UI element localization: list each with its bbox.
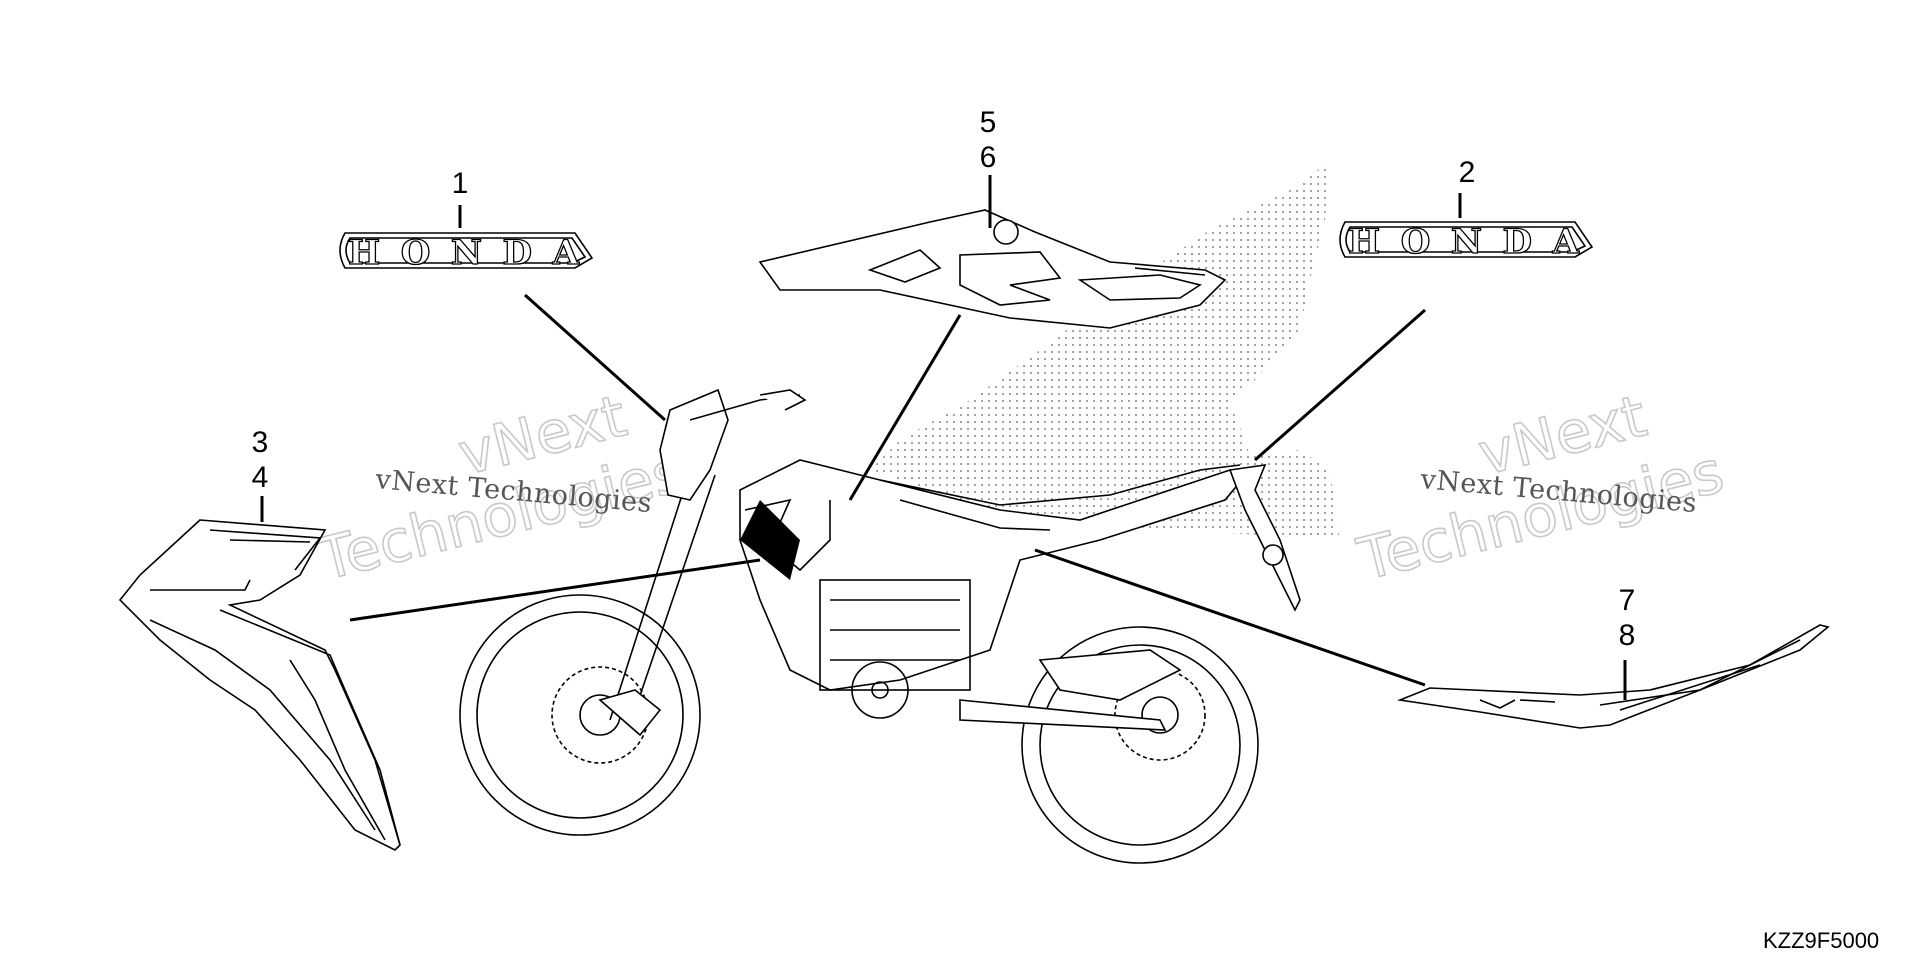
callout-4: 4 xyxy=(252,461,269,494)
part-1-emblem[interactable]: HONDA xyxy=(339,232,594,274)
watermark-left: vNext Technologies vNext Technologies xyxy=(310,381,691,595)
callout-5: 5 xyxy=(980,106,997,139)
motorcycle-illustration xyxy=(459,388,1301,864)
callout-8: 8 xyxy=(1619,619,1636,652)
callout-7: 7 xyxy=(1619,584,1636,617)
callout-6: 6 xyxy=(980,141,997,174)
leader-2-pointer xyxy=(1254,308,1426,462)
callout-2: 2 xyxy=(1459,156,1476,189)
leader-7-8-pointer xyxy=(1034,548,1426,687)
part-5-6-tank-decal[interactable] xyxy=(758,209,1227,329)
leader-5-6-pointer xyxy=(848,314,962,501)
watermark-right: vNext Technologies vNext Technologies xyxy=(1350,381,1731,595)
part-2-emblem[interactable]: HONDA xyxy=(1339,221,1594,263)
leader-lines xyxy=(260,175,1627,700)
wing-emblem-graphic xyxy=(870,160,1340,540)
part-3-4-shroud-decal[interactable] xyxy=(118,519,401,851)
callout-numbers: 1 2 3 4 5 6 7 8 xyxy=(252,106,1636,652)
part-7-8-rear-decal[interactable] xyxy=(1396,624,1830,729)
callout-1: 1 xyxy=(452,167,469,200)
leader-3-4-pointer xyxy=(349,558,761,622)
diagram-code: KZZ9F5000 xyxy=(1763,928,1879,953)
callout-3: 3 xyxy=(252,426,269,459)
leader-1-pointer xyxy=(524,293,666,422)
